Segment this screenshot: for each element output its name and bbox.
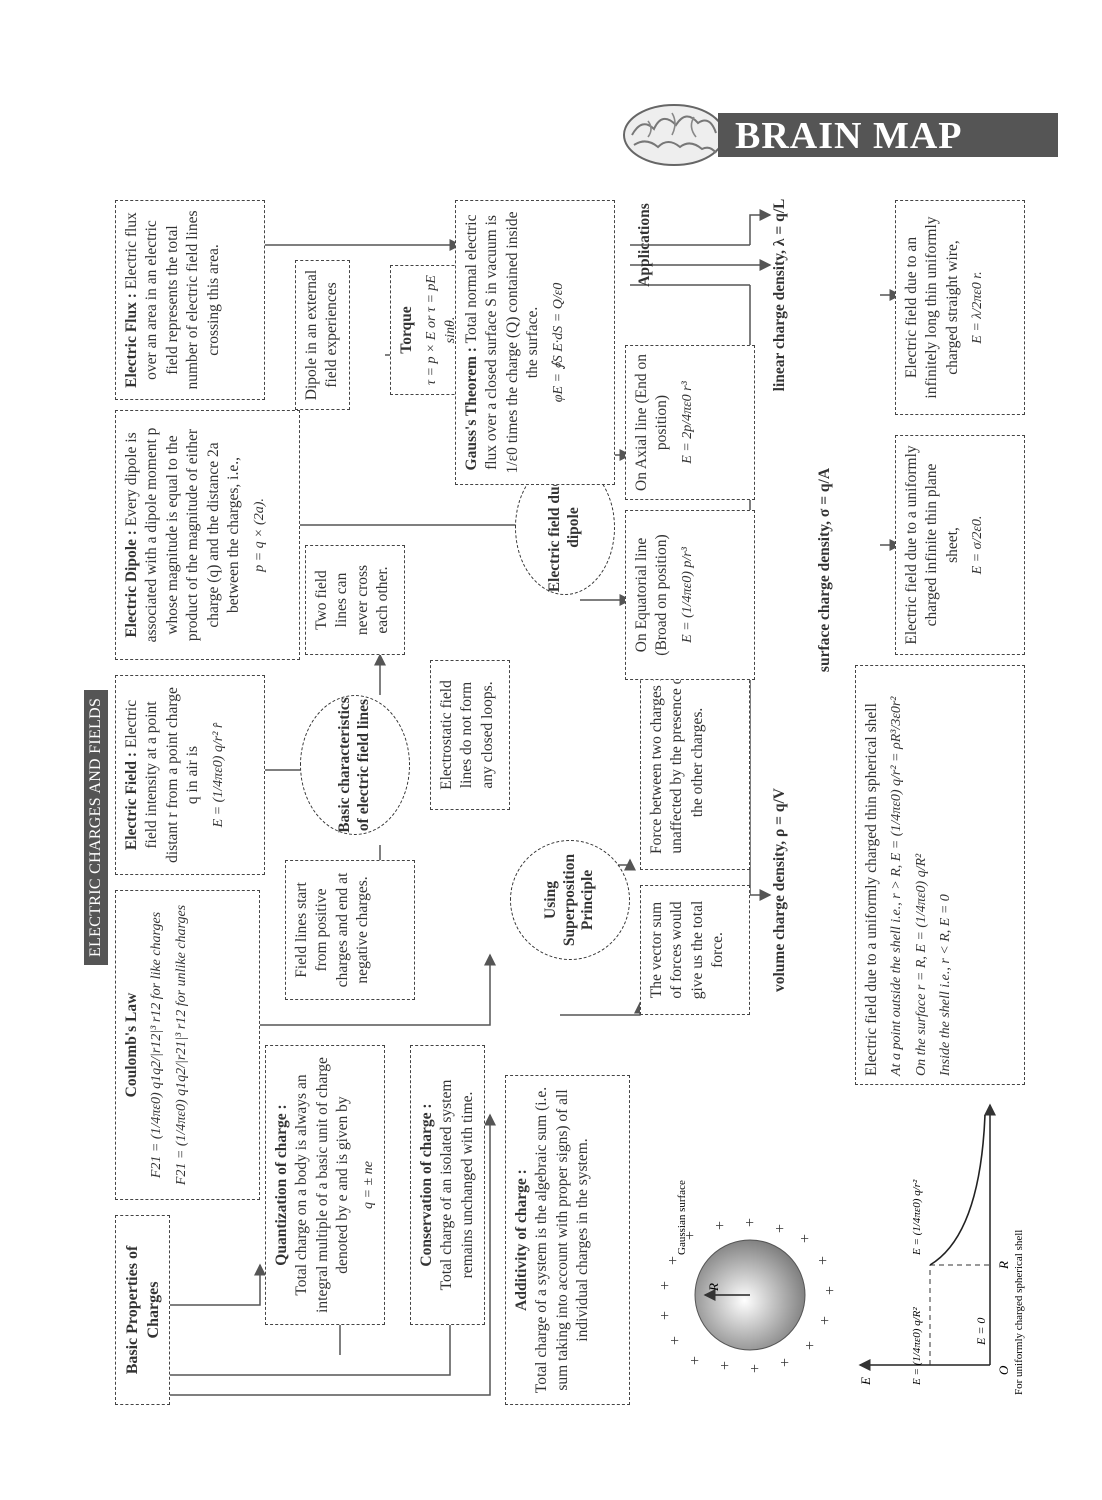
field-formula: E = (1/4πε0) q/r² r̂	[210, 722, 226, 828]
spherical-shell-box: Electric field due to a uniformly charge…	[855, 665, 1025, 1085]
svg-text:+: +	[712, 1221, 729, 1230]
svg-text:+: +	[687, 1356, 704, 1365]
surface-density-label: surface charge density, σ = q/A	[816, 467, 833, 673]
external-field-box: Dipole in an external field experiences	[295, 260, 350, 410]
basic-characteristics-oval: Basic characteristics of electric field …	[300, 695, 410, 835]
applications-label: Applications	[636, 203, 653, 287]
electric-flux-box: Electric Flux : Electric flux over an ar…	[115, 200, 265, 400]
svg-text:+: +	[657, 1311, 674, 1320]
header-bar	[718, 113, 1058, 157]
field-lines-start-box: Field lines start from positive charges …	[285, 860, 415, 1000]
svg-text:+: +	[747, 1364, 764, 1373]
gauss-title: Gauss's Theorem :	[463, 347, 480, 471]
label-R: R	[706, 1283, 721, 1292]
linear-density-label: linear charge density, λ = q/L	[771, 198, 788, 392]
brain-map-canvas: ELECTRIC CHARGES AND FIELDS Basic Proper…	[84, 195, 1030, 1415]
shell-outside: At a point outside the shell i.e., r > R…	[889, 696, 905, 1076]
conservation-title: Conservation of charge :	[418, 1103, 435, 1267]
surface-charges: + + + + + + + + + + + + + + + + +	[657, 1218, 839, 1373]
label-R-axis: R	[996, 1261, 1011, 1270]
wire-field-box: Electric field due to an infinitely long…	[895, 200, 1025, 415]
svg-text:+: +	[772, 1224, 789, 1233]
quantization-text: Total charge on a body is always an inte…	[293, 1057, 352, 1313]
equatorial-text: On Equatorial line (Broad on position)	[633, 534, 671, 656]
electric-dipole-box: Electric Dipole : Every dipole is associ…	[115, 410, 300, 660]
shell-title: Electric field due to a uniformly charge…	[863, 703, 880, 1076]
gauss-formula: φE = ∮S E·dS = Q/ε0	[550, 282, 566, 403]
gauss-theorem-box: Gauss's Theorem : Total normal electric …	[455, 200, 615, 485]
svg-text:+: +	[742, 1218, 759, 1227]
svg-text:+: +	[657, 1281, 674, 1290]
quantization-box: Quantization of charge : Total charge on…	[265, 1045, 385, 1325]
chapter-tag: ELECTRIC CHARGES AND FIELDS	[84, 689, 108, 965]
coulomb-unlike: F21 = (1/4πε0) q1q2/|r21|³ r12 for unlik…	[173, 904, 189, 1186]
axial-box: On Axial line (End on position) E = 2p/4…	[625, 345, 755, 500]
label-e-zero: E = 0	[974, 1318, 988, 1346]
svg-text:+: +	[802, 1341, 819, 1350]
wire-formula: E = λ/2πε0 r.	[970, 271, 986, 344]
field-lines-loops-box: Electrostatic field lines do not form an…	[430, 660, 510, 810]
svg-text:+: +	[777, 1358, 794, 1367]
additivity-text: Total charge of a system is the algebrai…	[533, 1086, 592, 1394]
sheet-field-box: Electric field due to a uniformly charge…	[895, 435, 1025, 655]
axial-formula: E = 2p/4πε0 r³	[679, 381, 695, 464]
svg-text:+: +	[822, 1286, 839, 1295]
conservation-text: Total charge of an isolated system remai…	[438, 1079, 476, 1291]
dipole-formula: p = q × (2a).	[251, 498, 267, 572]
dipole-text: Every dipole is associated with a dipole…	[123, 427, 243, 643]
torque-title: Torque	[398, 306, 415, 354]
label-E: E	[858, 1377, 873, 1386]
brain-icon	[623, 104, 725, 166]
dipole-title: Electric Dipole :	[123, 530, 140, 638]
vector-sum-box: The vector sum of forces would give us t…	[640, 885, 750, 1015]
sheet-formula: E = σ/2ε0.	[970, 515, 986, 575]
quantization-title: Quantization of charge :	[273, 1104, 290, 1266]
sheet-text: Electric field due to a uniformly charge…	[903, 445, 961, 645]
quantization-formula: q = ± ne	[360, 1161, 376, 1209]
volume-density-label: volume charge density, ρ = q/V	[771, 788, 788, 992]
electric-field-box: Electric Field : Electric field intensit…	[115, 675, 265, 875]
svg-text:+: +	[682, 1231, 699, 1240]
label-e-surface: E = (1/4πε0) q/R²	[911, 1307, 923, 1386]
shell-field-graph: + + + + + + + + + + + + + + + + + R Gaussian surfac…	[657, 1103, 1025, 1395]
additivity-box: Additivity of charge : Total charge of a…	[505, 1075, 630, 1405]
gaussian-label: Gaussian surface	[676, 1180, 688, 1255]
coulomb-title: Coulomb's Law	[123, 992, 140, 1098]
equatorial-box: On Equatorial line (Broad on position) E…	[625, 510, 755, 680]
axial-text: On Axial line (End on position)	[633, 354, 671, 491]
svg-text:+: +	[815, 1256, 832, 1265]
graph-caption: For uniformly charged spherical shell	[1013, 1230, 1025, 1395]
svg-text:+: +	[797, 1234, 814, 1243]
coulomb-like: F21 = (1/4πε0) q1q2/|r12|³ r12 for like …	[149, 911, 165, 1179]
conservation-box: Conservation of charge : Total charge of…	[410, 1045, 485, 1325]
label-e-out: E = (1/4πε0) q/r²	[911, 1179, 923, 1256]
coulomb-law-box: Coulomb's Law F21 = (1/4πε0) q1q2/|r12|³…	[115, 890, 260, 1200]
field-lines-cross-box: Two field lines can never cross each oth…	[305, 545, 405, 655]
superposition-oval: Using Superposition Principle	[510, 840, 630, 960]
force-unaffected-box: Force between two charges is unaffected …	[640, 655, 750, 870]
flux-title: Electric Flux :	[123, 293, 140, 388]
basic-properties-box: Basic Properties of Charges	[115, 1215, 170, 1405]
equatorial-formula: E = (1/4πε0) p/r³	[679, 547, 695, 643]
wire-text: Electric field due to an infinitely long…	[903, 216, 961, 399]
svg-text:+: +	[817, 1316, 834, 1325]
additivity-title: Additivity of charge :	[513, 1169, 530, 1311]
shell-surface: On the surface r = R, E = (1/4πε0) q/R²	[913, 853, 929, 1076]
svg-text:+: +	[665, 1256, 682, 1265]
label-O: O	[996, 1365, 1011, 1375]
svg-text:+: +	[667, 1336, 684, 1345]
page-title: BRAIN MAP	[735, 115, 963, 157]
shell-inside: Inside the shell i.e., r < R, E = 0	[938, 894, 954, 1076]
svg-text:+: +	[717, 1361, 734, 1370]
field-title: Electric Field :	[123, 751, 140, 851]
